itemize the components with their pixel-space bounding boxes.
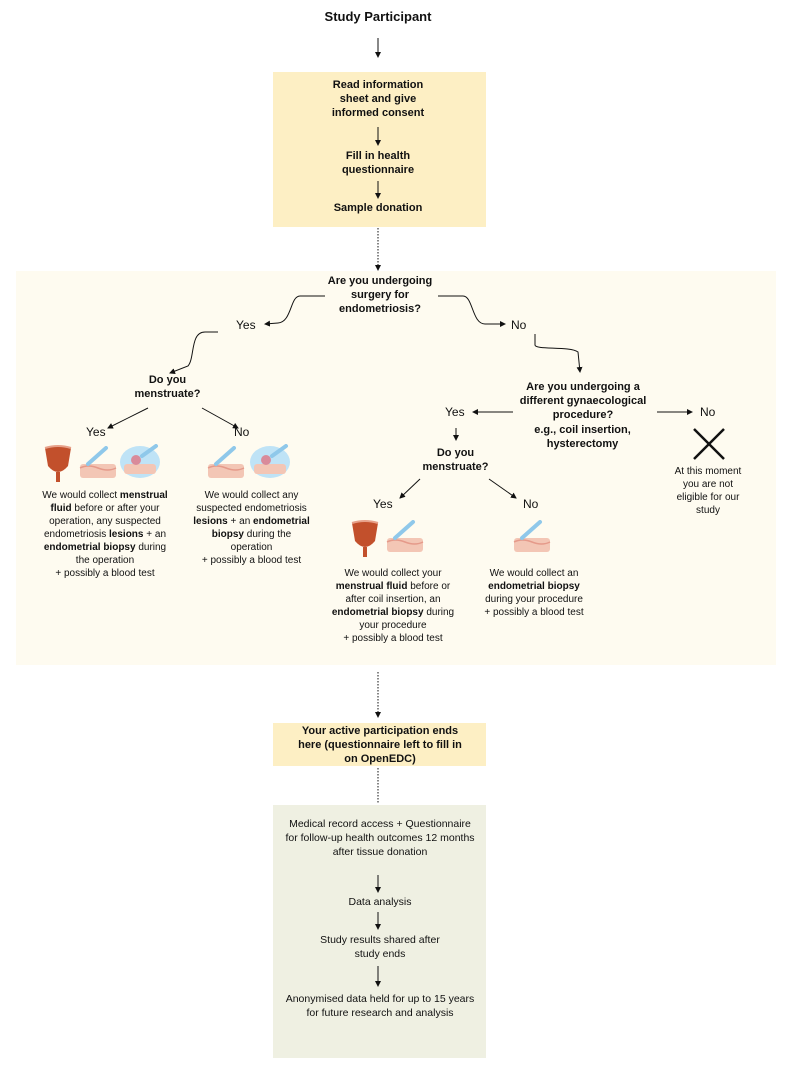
biopsy-tool-icon [386,520,424,552]
question-menstruate-right: Do you menstruate? [422,447,489,473]
biopsy-tool-icon [513,520,551,552]
answer-yes-menstruate-right: Yes [373,497,393,511]
answer-no-menstruate-left: No [234,425,250,439]
answer-no-menstruate-right: No [523,497,539,511]
answer-yes-surgery: Yes [236,318,256,332]
question-menstruate-left: Do you menstruate? [134,374,201,400]
biopsy-tool-icon [207,446,245,478]
followup-step-analysis: Data analysis [348,896,412,908]
outcome-surgery-yes: We would collect menstrual fluid before … [42,490,168,579]
sample-donation-step: Sample donation [333,202,423,214]
questionnaire-step: Fill in health questionnaire [341,150,415,176]
question-other-procedure: Are you undergoing a different gynaecolo… [519,381,647,421]
followup-step-results: Study results shared after study ends [320,934,440,960]
answer-no-procedure: No [700,405,716,419]
consent-box [273,72,486,227]
answer-yes-procedure: Yes [445,405,465,419]
lesion-tissue-icon [120,444,160,478]
lesion-tissue-icon [250,444,290,478]
question-other-procedure-example: e.g., coil insertion, hysterectomy [534,424,631,450]
cross-icon [693,428,725,460]
question-surgery: Are you undergoing surgery for endometri… [327,275,433,315]
followup-box [273,805,486,1058]
participation-end-text: Your active participation ends here (que… [298,725,462,765]
not-eligible-text: At this moment you are not eligible for … [674,466,742,516]
outcome-procedure-yes: We would collect your menstrual fluid be… [331,568,455,644]
answer-no-surgery: No [511,318,527,332]
followup-step-record-access: Medical record access + Questionnaire fo… [285,818,475,858]
followup-step-data-held: Anonymised data held for up to 15 years … [285,993,475,1019]
menstrual-cup-icon [351,520,379,557]
outcome-procedure-no: We would collect an endometrial biopsy d… [484,568,584,618]
outcome-surgery-no: We would collect any suspected endometri… [193,490,310,566]
page-title: Study Participant [324,9,432,24]
menstrual-cup-icon [44,445,72,482]
biopsy-tool-icon [79,446,117,478]
answer-yes-menstruate-left: Yes [86,425,106,439]
participation-end-box [273,723,486,766]
consent-step: Read information sheet and give informed… [331,79,425,119]
